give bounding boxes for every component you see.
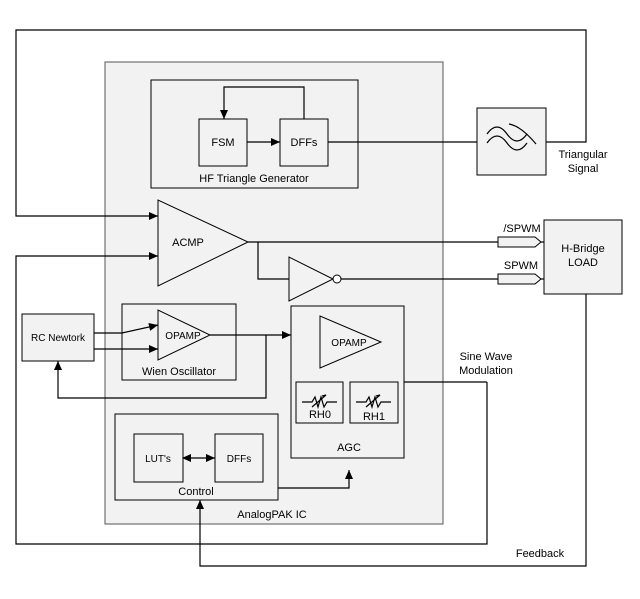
opamp-agc-triangle: [319, 315, 383, 369]
rh1-resistor-icon: [356, 394, 391, 410]
spwm-label: SPWM: [504, 260, 538, 272]
sine-wave-label-1: Sine Wave: [460, 351, 513, 363]
rh0-label: RH0: [309, 409, 331, 421]
rc-network-label: RC Newtork: [31, 333, 86, 344]
triangular-signal-label-1: Triangular: [558, 149, 607, 161]
wire-sine-modulation: [15, 252, 488, 545]
hbridge-label-2: LOAD: [568, 257, 598, 269]
sine-wave-label-2: Modulation: [459, 365, 513, 377]
feedback-label: Feedback: [516, 548, 565, 560]
spwm-inv-connector: [497, 236, 542, 248]
wire-acmp-to-inverter: [257, 242, 289, 280]
luts-block: [133, 433, 184, 483]
spwm-inv-label: /SPWM: [503, 223, 540, 235]
opamp-agc-label: OPAMP: [331, 338, 367, 349]
luts-label: LUT's: [145, 454, 171, 465]
triangular-signal-label-2: Signal: [568, 163, 599, 175]
hbridge-label-1: H-Bridge: [561, 243, 604, 255]
wire-rc-to-opamp-plus: [94, 323, 159, 334]
rc-network-block: [21, 313, 95, 362]
wire-dffs-feedback: [220, 86, 305, 119]
opamp-wien-label: OPAMP: [165, 331, 201, 342]
hbridge-load-block: [543, 219, 623, 295]
wire-triangular-signal: [15, 29, 587, 220]
fsm-block: [198, 118, 248, 167]
dffs-control-label: DFFs: [227, 454, 251, 465]
inverter-bubble: [332, 274, 342, 284]
rh1-label: RH1: [363, 411, 385, 423]
wire-control-to-agc: [278, 470, 353, 489]
acmp-comparator: [157, 199, 250, 287]
acmp-label: ACMP: [172, 237, 204, 249]
dffs-top-label: DFFs: [291, 137, 318, 149]
wire-feedback: [196, 294, 587, 567]
fsm-label: FSM: [211, 137, 234, 149]
filter-icon: [486, 123, 537, 151]
hf-triangle-generator-label: HF Triangle Generator: [199, 173, 309, 185]
triangular-filter-block: [476, 107, 547, 176]
analogpak-ic-label: AnalogPAK IC: [237, 509, 307, 521]
rh0-resistor-icon: [302, 394, 337, 410]
wire-wien-feedback-to-rc: [54, 335, 267, 399]
spwm-connector: [497, 273, 542, 285]
agc-label: AGC: [337, 442, 361, 454]
wien-oscillator-label: Wien Oscillator: [142, 366, 216, 378]
opamp-wien-triangle: [157, 309, 212, 361]
control-label: Control: [178, 486, 213, 498]
